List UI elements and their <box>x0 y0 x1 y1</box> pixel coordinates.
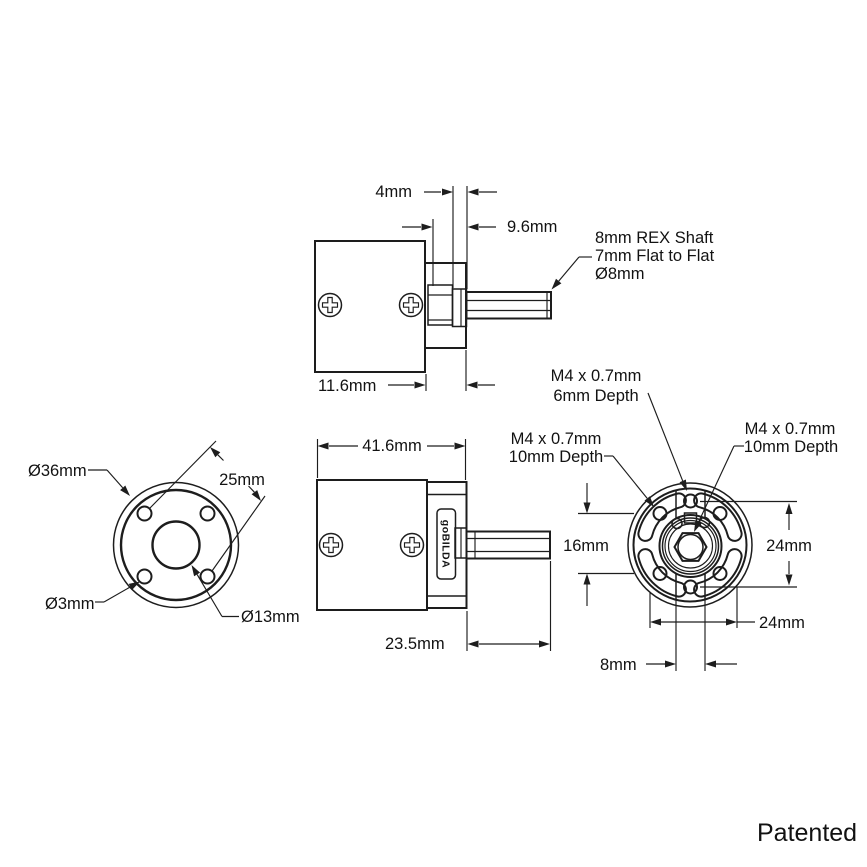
dim-24mm-bottom: 24mm <box>649 587 805 632</box>
m4-hole <box>652 566 668 581</box>
mount-hole <box>136 505 153 522</box>
rex-shaft-side-view <box>465 530 551 560</box>
shaft-note: 8mm REX Shaft 7mm Flat to Flat Ø8mm <box>551 229 715 290</box>
m4-hole <box>652 506 668 521</box>
dim-16mm: 16mm <box>563 483 634 606</box>
dim-o3mm-label: Ø3mm <box>45 595 95 613</box>
dim-o13mm: Ø13mm <box>191 565 300 626</box>
m4-hole <box>683 579 698 595</box>
dim-o36mm-label: Ø36mm <box>28 462 87 480</box>
phillips-screw-icon <box>318 532 344 558</box>
motor-body-side-view <box>316 479 428 611</box>
kidney-slot <box>693 492 743 542</box>
rear-outer-circle <box>627 482 753 608</box>
gearbox-plate-top-view <box>424 262 467 349</box>
shaft-note-line3: Ø8mm <box>595 265 645 283</box>
note-m4-10mm-left-line1: M4 x 0.7mm <box>511 430 602 448</box>
shaft-note-line2: 7mm Flat to Flat <box>595 247 715 265</box>
mount-hole <box>199 568 216 585</box>
m4-hole <box>712 566 728 581</box>
mount-hole <box>199 505 216 522</box>
m4-hole <box>712 506 728 521</box>
dim-24mm-right: 24mm <box>700 500 812 588</box>
dim-23-5mm-label: 23.5mm <box>385 635 445 653</box>
dim-9-6mm-label: 9.6mm <box>507 218 557 236</box>
rex-shaft-top-view <box>465 291 552 320</box>
dim-8mm-label: 8mm <box>600 656 637 674</box>
dim-9-6mm: 9.6mm <box>402 218 557 286</box>
dim-25mm-label: 25mm <box>219 471 265 489</box>
note-m4-10mm-right-line1: M4 x 0.7mm <box>745 420 836 438</box>
dim-8mm: 8mm <box>600 600 737 674</box>
rear-view: M4 x 0.7mm 6mm Depth M4 x 0.7mm 10mm Dep… <box>509 367 838 674</box>
gobilda-logo-text: goBILDA <box>440 520 452 568</box>
center-bore <box>151 520 201 570</box>
dim-o3mm: Ø3mm <box>45 581 140 613</box>
dim-41-6mm-label: 41.6mm <box>362 437 422 455</box>
keyway-detail <box>683 512 698 524</box>
m4-hole <box>683 493 698 509</box>
dim-11-6mm: 11.6mm <box>318 350 495 395</box>
dim-41-6mm: 41.6mm <box>316 437 467 480</box>
dim-16mm-label: 16mm <box>563 537 609 555</box>
shaft-note-line1: 8mm REX Shaft <box>595 229 714 247</box>
note-m4-6mm-line2: 6mm Depth <box>553 387 638 405</box>
phillips-screw-icon <box>399 532 425 558</box>
note-m4-10mm-right-line2: 10mm Depth <box>744 438 838 456</box>
rear-face-circle <box>632 487 748 603</box>
phillips-screw-icon <box>398 292 424 318</box>
dim-o36mm: Ø36mm <box>28 462 130 496</box>
side-view: goBILDA 41.6mm <box>316 437 552 653</box>
shaft-bearing-detail <box>658 512 723 578</box>
dim-23-5mm: 23.5mm <box>385 561 552 653</box>
mount-hole <box>136 568 153 585</box>
dim-4mm-label: 4mm <box>375 183 412 201</box>
kidney-slot <box>637 492 687 542</box>
patented-label: Patented <box>757 819 857 847</box>
note-m4-10mm-right: M4 x 0.7mm 10mm Depth <box>694 420 838 532</box>
dim-24mm-bottom-label: 24mm <box>759 614 805 632</box>
dim-24mm-right-label: 24mm <box>766 537 812 555</box>
rex-shaft-hex <box>673 532 708 562</box>
motor-body-top-view <box>314 240 426 373</box>
note-m4-6mm: M4 x 0.7mm 6mm Depth <box>551 367 687 491</box>
kidney-slot <box>637 548 687 598</box>
note-m4-10mm-left: M4 x 0.7mm 10mm Depth <box>509 430 654 507</box>
set-screw-hole <box>671 517 683 530</box>
dim-25mm: 25mm <box>149 440 266 572</box>
front-outer-circle <box>112 481 240 609</box>
phillips-screw-icon <box>317 292 343 318</box>
dim-11-6mm-label: 11.6mm <box>318 377 376 395</box>
kidney-slot <box>693 548 743 598</box>
note-m4-10mm-left-line2: 10mm Depth <box>509 448 603 466</box>
top-view: 4mm 9.6mm 11.6mm 8mm REX Shaft 7m <box>314 183 715 395</box>
shaft-tap-bore <box>677 533 704 561</box>
note-m4-6mm-line1: M4 x 0.7mm <box>551 367 642 385</box>
front-view: Ø36mm 25mm Ø3mm Ø13mm <box>28 440 300 626</box>
dim-4mm: 4mm <box>375 183 497 289</box>
dim-o13mm-label: Ø13mm <box>241 608 300 626</box>
